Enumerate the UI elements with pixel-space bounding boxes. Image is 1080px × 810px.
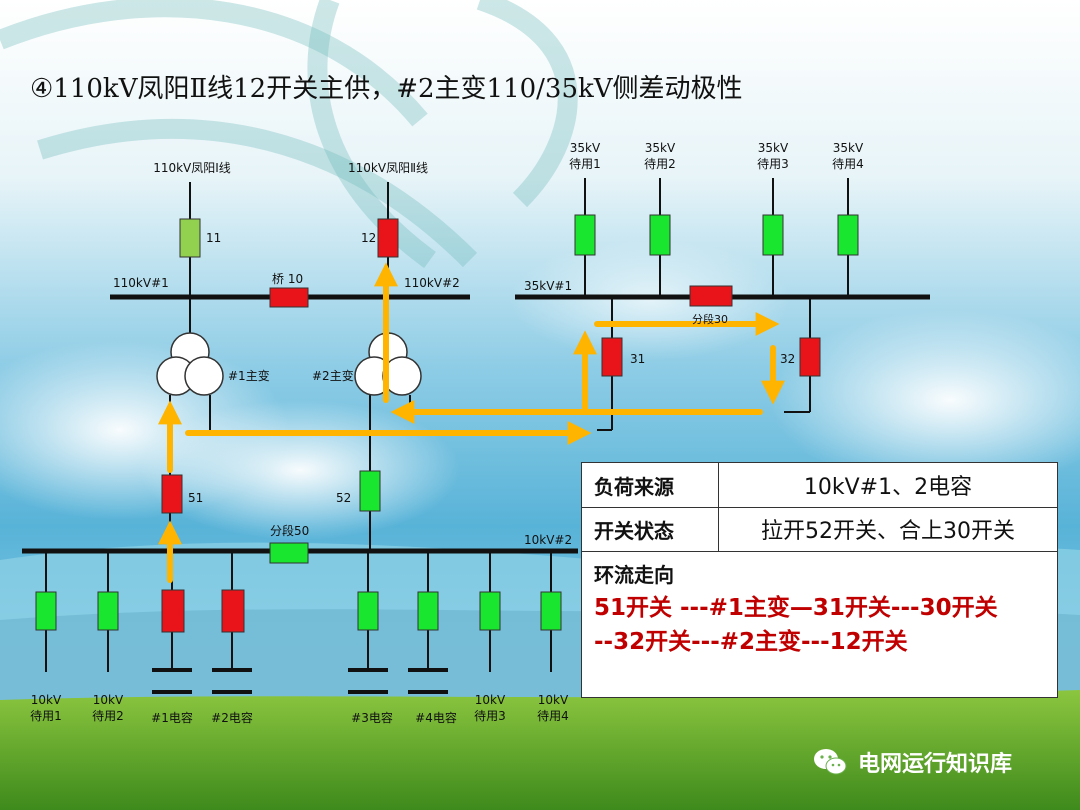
switch-52[interactable] (359, 470, 381, 512)
switch-12[interactable] (377, 218, 399, 258)
load-row: 负荷来源 10kV#1、2电容 (582, 463, 1057, 508)
bus10-2-label: 10kV#2 (524, 533, 572, 547)
bridge10-label: 桥 10 (272, 272, 303, 286)
switch-cap-1[interactable] (161, 589, 185, 633)
switch-35-spare-4[interactable] (837, 214, 859, 256)
flow-line-1: 51开关 ---#1主变—31开关---30开关 (594, 595, 998, 621)
feeder10-4-top: 10kV (538, 693, 569, 707)
info-table: 负荷来源 10kV#1、2电容 开关状态 拉开52开关、合上30开关 环流走向 … (581, 462, 1058, 698)
switch-row: 开关状态 拉开52开关、合上30开关 (582, 507, 1057, 552)
feeder10-1-top: 10kV (31, 693, 62, 707)
bus110-2-label: 110kV#2 (404, 276, 460, 290)
switch-seg-30[interactable] (689, 285, 733, 307)
cap1-label: #1电容 (151, 710, 193, 725)
line2-label: 110kV凤阳Ⅱ线 (348, 161, 428, 175)
switch-cap-2[interactable] (221, 589, 245, 633)
spare35-4-top: 35kV (833, 141, 864, 155)
transformer-1 (156, 332, 224, 396)
spare35-1-bottom: 待用1 (569, 157, 601, 171)
sw32-label: 32 (780, 352, 795, 366)
seg30-label: 分段30 (692, 312, 728, 326)
seg50-label: 分段50 (270, 523, 309, 538)
spare35-3-bottom: 待用3 (757, 157, 789, 171)
switch-32[interactable] (799, 337, 821, 377)
wechat-icon (814, 749, 847, 775)
flow-line-2: --32开关---#2主变---12开关 (594, 629, 908, 655)
switch-10kv-spare-1[interactable] (35, 591, 57, 631)
spare35-4-bottom: 待用4 (832, 157, 864, 171)
spare35-3-top: 35kV (758, 141, 789, 155)
load-label: 负荷来源 (582, 463, 719, 507)
feeder10-3-bottom: 待用3 (474, 709, 506, 723)
feeder10-2-bottom: 待用2 (92, 709, 124, 723)
feeder10-4-bottom: 待用4 (537, 709, 569, 723)
page-title: ④110kV凤阳Ⅱ线12开关主供，#2主变110/35kV侧差动极性 (30, 74, 743, 104)
switch-35-spare-2[interactable] (649, 214, 671, 256)
switch-cap-4[interactable] (417, 591, 439, 631)
switch-51[interactable] (161, 474, 183, 514)
feeder10-3-top: 10kV (475, 693, 506, 707)
switch-10kv-spare-3[interactable] (479, 591, 501, 631)
brand: 电网运行知识库 (812, 746, 1012, 778)
switch-10kv-spare-4[interactable] (540, 591, 562, 631)
switch-11[interactable] (179, 218, 201, 258)
spare35-1-top: 35kV (570, 141, 601, 155)
bus110-1-label: 110kV#1 (113, 276, 169, 290)
cap4-label: #4电容 (415, 710, 457, 725)
cap2-label: #2电容 (211, 710, 253, 725)
load-value: 10kV#1、2电容 (803, 475, 973, 500)
switch-35-spare-1[interactable] (574, 214, 596, 256)
switch-bridge-10[interactable] (269, 287, 309, 308)
cap3-label: #3电容 (351, 710, 393, 725)
sw52-label: 52 (336, 491, 351, 505)
tx2-label: #2主变 (312, 368, 354, 383)
switch-value: 拉开52开关、合上30开关 (761, 519, 1015, 544)
brand-name: 电网运行知识库 (858, 752, 1013, 777)
sw12-label: 12 (361, 231, 376, 245)
tx1-label: #1主变 (228, 368, 270, 383)
feeder10-2-top: 10kV (93, 693, 124, 707)
switch-label: 开关状态 (582, 507, 719, 551)
feeder10-1-bottom: 待用1 (30, 709, 62, 723)
circulating-current-path (158, 262, 785, 583)
switch-seg-50[interactable] (269, 542, 309, 564)
bus35-1-label: 35kV#1 (524, 279, 572, 293)
sw51-label: 51 (188, 491, 203, 505)
line1-label: 110kV凤阳Ⅰ线 (153, 161, 231, 175)
sw31-label: 31 (630, 352, 645, 366)
flow-label: 环流走向 (594, 563, 674, 587)
sw11-label: 11 (206, 231, 221, 245)
switch-10kv-spare-2[interactable] (97, 591, 119, 631)
spare35-2-top: 35kV (645, 141, 676, 155)
switch-31[interactable] (601, 337, 623, 377)
switch-35-spare-3[interactable] (762, 214, 784, 256)
flow-text: 51开关 ---#1主变—31开关---30开关 --32开关---#2主变--… (594, 591, 1054, 659)
spare35-2-bottom: 待用2 (644, 157, 676, 171)
switch-cap-3[interactable] (357, 591, 379, 631)
